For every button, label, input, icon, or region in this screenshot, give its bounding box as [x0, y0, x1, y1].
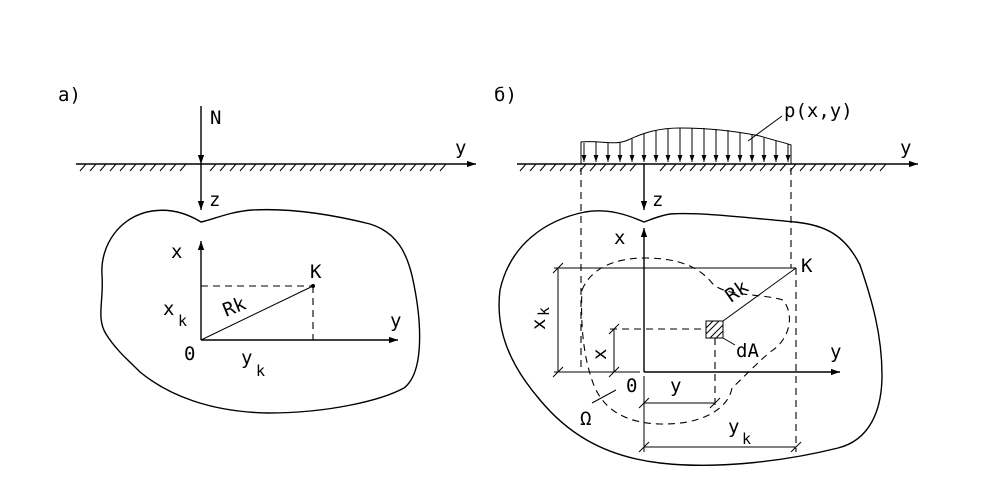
yk-subscript: k [742, 430, 751, 448]
x-tick-bottom [608, 366, 620, 378]
xk-tick-bottom [552, 366, 564, 378]
point-k-label: K [310, 261, 322, 283]
yk-label: y [728, 416, 739, 438]
foundation-outline [100, 208, 421, 414]
panel-b-label: б) [494, 84, 517, 106]
y-tick-right [709, 397, 721, 409]
element-da-hatch [705, 320, 724, 339]
x-label: x [589, 349, 611, 360]
y-axis-label: y [830, 341, 841, 363]
element-da-label: dA [736, 340, 759, 362]
panel-b: б) y p(x,y) [494, 84, 918, 467]
xk-label: x [163, 298, 174, 320]
element-da-leader [722, 337, 736, 346]
omega-label: Ω [580, 408, 591, 430]
radius-line [722, 267, 797, 322]
ground-hatching [79, 163, 447, 172]
yk-tick-right [790, 441, 802, 453]
load-arrows [581, 128, 791, 162]
panel-a-label: а) [58, 84, 81, 106]
panel-a: а) y N z x y K Rk x k y k 0 [58, 84, 476, 414]
point-k [311, 284, 315, 288]
foundation-outline [498, 210, 883, 467]
point-k-label: K [801, 255, 813, 277]
y-tick-left [638, 397, 650, 409]
z-label: z [209, 189, 220, 211]
xk-subscript: k [178, 312, 187, 330]
x-tick-top [608, 323, 620, 335]
y-axis-label: y [390, 310, 401, 332]
origin-label: 0 [184, 343, 195, 365]
x-axis-label: x [171, 241, 182, 263]
surface-y-label: y [455, 137, 466, 159]
radius-label: Rk [220, 292, 250, 321]
yk-label: y [241, 347, 252, 369]
ground-hatching [519, 163, 887, 172]
yk-tick-left [638, 441, 650, 453]
load-diagram-outline [580, 127, 792, 164]
xk-label: x [528, 319, 550, 330]
loaded-area-omega [581, 257, 790, 425]
y-label: y [670, 375, 681, 397]
surface-y-label: y [900, 137, 911, 159]
load-label: p(x,y) [784, 100, 853, 122]
radius-line [200, 285, 314, 341]
force-label: N [210, 107, 221, 129]
xk-tick-top [552, 262, 564, 274]
z-label: z [652, 189, 663, 211]
x-axis-label: x [614, 227, 625, 249]
omega-leader [591, 389, 617, 404]
load-leader [747, 115, 783, 142]
element-da [705, 320, 724, 339]
xk-subscript: k [535, 307, 553, 316]
yk-subscript: k [256, 362, 265, 380]
origin-label: 0 [626, 375, 637, 397]
